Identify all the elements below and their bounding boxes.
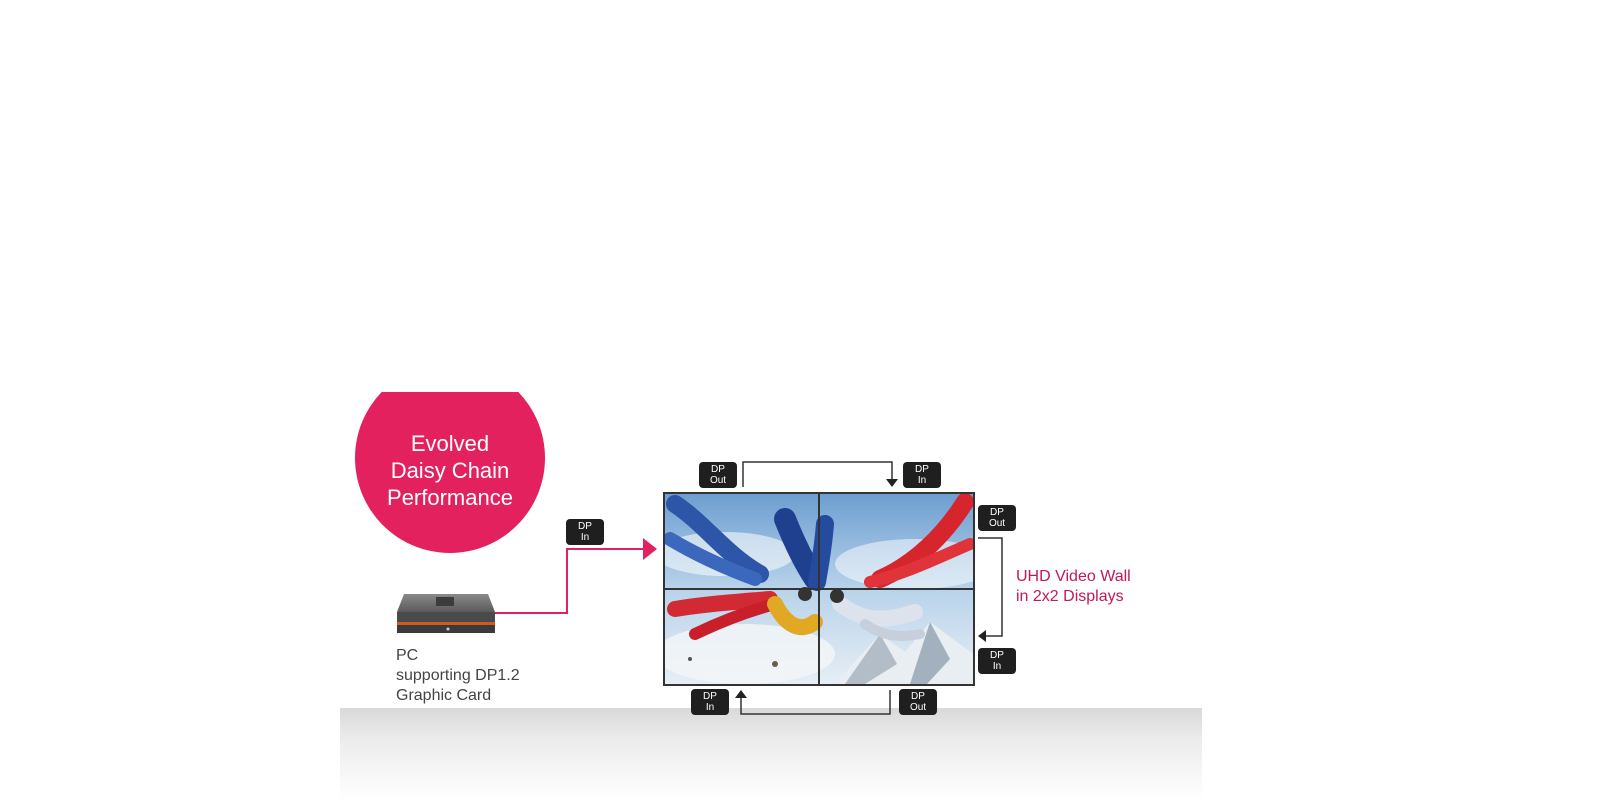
- pc-to-wall-arrow: [643, 538, 657, 560]
- port-top-left-dp-out: DP Out: [699, 462, 737, 488]
- top-chain-arrow: [886, 479, 898, 487]
- pc-device-image: [397, 594, 495, 633]
- bottom-chain-arrow: [735, 690, 747, 698]
- port-text: DP: [990, 650, 1004, 661]
- port-text: In: [992, 661, 1002, 672]
- port-text: DP: [915, 464, 929, 475]
- port-text: Out: [909, 702, 927, 713]
- right-chain-arrow: [978, 630, 986, 642]
- floor-shadow: [340, 708, 1202, 800]
- port-text: DP: [578, 521, 592, 532]
- port-top-right-dp-in: DP In: [903, 462, 941, 488]
- port-text: Out: [988, 518, 1006, 529]
- right-chain-line: [978, 537, 1003, 637]
- bottom-chain-line: [740, 690, 891, 715]
- port-right-top-dp-out: DP Out: [978, 505, 1016, 531]
- port-right-bottom-dp-in: DP In: [978, 648, 1016, 674]
- wall-divider-horizontal: [665, 588, 973, 590]
- top-chain-line: [742, 461, 893, 487]
- port-bottom-left-dp-in: DP In: [691, 689, 729, 715]
- port-text: Out: [709, 475, 727, 486]
- video-wall-2x2: [663, 492, 975, 686]
- port-text: DP: [703, 691, 717, 702]
- video-wall-label: UHD Video Wall in 2x2 Displays: [1016, 568, 1131, 605]
- feature-badge: Evolved Daisy Chain Performance: [355, 392, 545, 553]
- port-text: DP: [911, 691, 925, 702]
- feature-badge-text: Evolved Daisy Chain Performance: [387, 430, 513, 510]
- port-text: In: [705, 702, 715, 713]
- pc-label: PC supporting DP1.2 Graphic Card: [396, 647, 520, 704]
- port-text: DP: [990, 507, 1004, 518]
- port-text: DP: [711, 464, 725, 475]
- port-text: In: [917, 475, 927, 486]
- port-text: In: [580, 532, 590, 543]
- port-pc-dp-in: DP In: [566, 519, 604, 545]
- port-bottom-right-dp-out: DP Out: [899, 689, 937, 715]
- pc-to-wall-line: [492, 548, 645, 614]
